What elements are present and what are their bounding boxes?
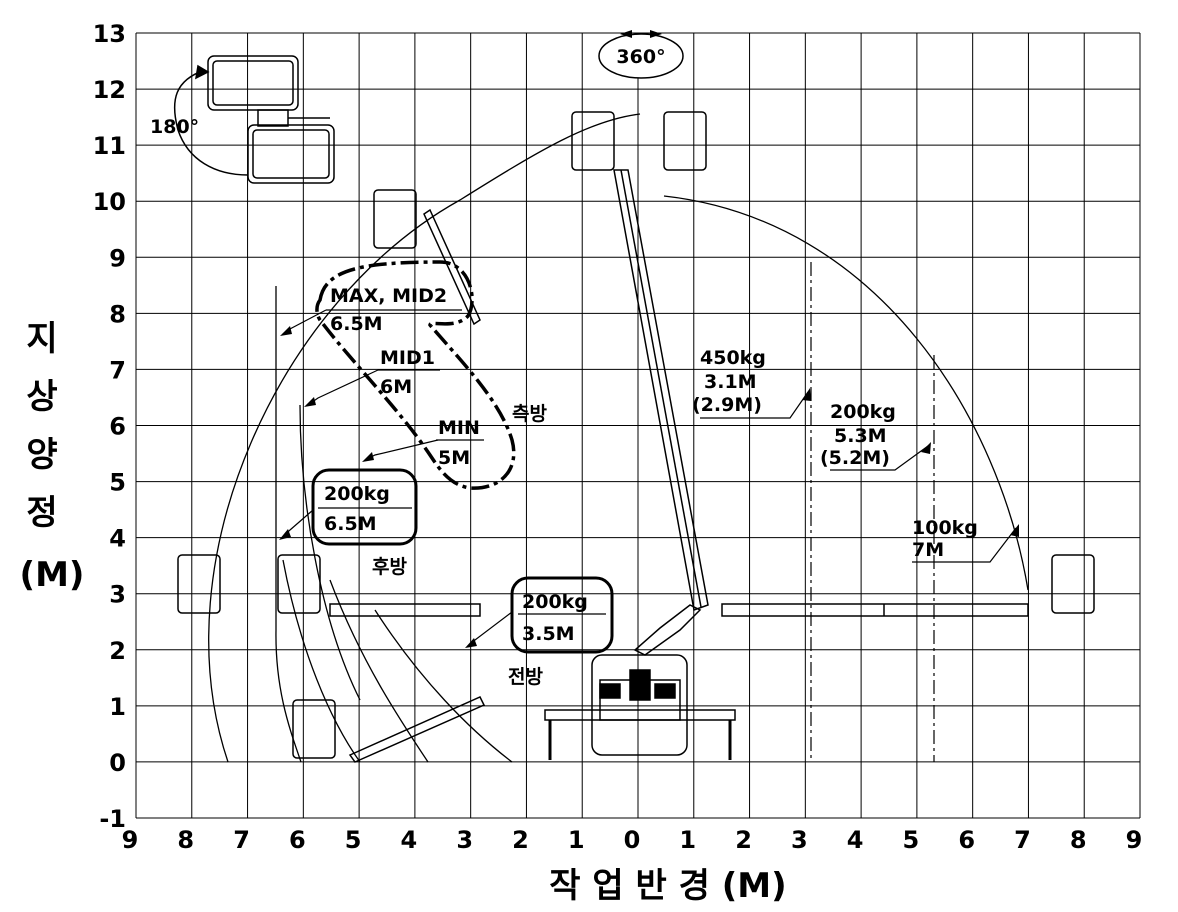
rear-arc-3 bbox=[329, 579, 429, 763]
x-tick-label: 1 bbox=[568, 826, 585, 854]
baskets bbox=[177, 111, 1095, 759]
label-rear-load: 200kg bbox=[324, 483, 390, 505]
label-front: 전방 bbox=[508, 666, 543, 688]
boom-base bbox=[633, 604, 702, 656]
x-tick-label: 3 bbox=[456, 826, 473, 854]
label-reach-53: 5.3M bbox=[834, 425, 887, 447]
outer-range-arc-left bbox=[208, 113, 641, 763]
x-axis-title: 작 업 반 경 (M) bbox=[549, 866, 786, 906]
x-tick-label: 8 bbox=[1070, 826, 1087, 854]
truck-cab bbox=[591, 654, 688, 756]
x-tick-label: 1 bbox=[679, 826, 696, 854]
y-tick-label: 10 bbox=[93, 188, 126, 216]
label-reach-52: (5.2M) bbox=[820, 447, 890, 469]
x-tick-label: 4 bbox=[401, 826, 418, 854]
x-tick-label: 6 bbox=[958, 826, 975, 854]
load-reach-markers bbox=[810, 262, 935, 762]
x-tick-label: 5 bbox=[903, 826, 920, 854]
x-tick-label: 7 bbox=[233, 826, 250, 854]
label-reach-31: 3.1M bbox=[704, 371, 757, 393]
label-reach-29: (2.9M) bbox=[692, 394, 762, 416]
y-tick-label: 9 bbox=[109, 244, 126, 272]
y-tick-label: 8 bbox=[109, 300, 126, 328]
y-axis-title: 지 상 양 정 (M) bbox=[20, 319, 85, 595]
mid1-arc bbox=[299, 404, 361, 701]
x-tick-label: 3 bbox=[791, 826, 808, 854]
y-title-char-3: 양 bbox=[26, 435, 57, 475]
label-mid1: MID1 bbox=[380, 347, 435, 369]
y-title-unit: (M) bbox=[20, 555, 85, 595]
x-tick-label: 0 bbox=[624, 826, 641, 854]
y-tick-label: 4 bbox=[109, 525, 126, 553]
label-front-reach: 3.5M bbox=[522, 623, 575, 645]
rotation-180-icon bbox=[173, 55, 335, 184]
label-load-200: 200kg bbox=[830, 401, 896, 423]
label-max-mid2-reach: 6.5M bbox=[330, 313, 383, 335]
front-arc bbox=[374, 609, 513, 763]
x-tick-labels: 9 8 7 6 5 4 3 2 1 0 1 2 3 4 5 6 7 8 9 bbox=[122, 826, 1143, 854]
y-tick-label: 7 bbox=[109, 356, 126, 384]
range-arcs bbox=[208, 113, 1029, 763]
x-tick-label: 6 bbox=[289, 826, 306, 854]
rotation-360-ellipse bbox=[598, 33, 684, 79]
y-tick-label: 12 bbox=[93, 76, 126, 104]
x-tick-label: 5 bbox=[345, 826, 362, 854]
horizontal-boom-left bbox=[329, 603, 481, 617]
label-side: 측방 bbox=[512, 403, 547, 425]
rear-load-box bbox=[311, 468, 418, 546]
outer-range-arc-right bbox=[663, 195, 1029, 591]
y-title-char-2: 상 bbox=[26, 377, 57, 417]
y-tick-label: -1 bbox=[99, 805, 126, 833]
label-mid1-reach: 6M bbox=[380, 376, 412, 398]
y-tick-label: 13 bbox=[93, 20, 126, 48]
label-front-load: 200kg bbox=[522, 591, 588, 613]
y-tick-label: 1 bbox=[109, 693, 126, 721]
front-load-box bbox=[510, 576, 614, 654]
x-tick-label: 4 bbox=[847, 826, 864, 854]
raised-boom-left bbox=[423, 208, 481, 326]
rear-arc-outer bbox=[275, 629, 302, 763]
x-tick-label: 2 bbox=[735, 826, 752, 854]
label-rear: 후방 bbox=[372, 556, 407, 578]
x-tick-label: 2 bbox=[512, 826, 529, 854]
label-rear-reach: 6.5M bbox=[324, 513, 377, 535]
y-title-char-1: 지 bbox=[26, 319, 57, 359]
horizontal-boom-right bbox=[721, 603, 1029, 617]
rotation-arrows-icon bbox=[620, 30, 662, 38]
label-min: MIN bbox=[438, 417, 480, 439]
label-boxes bbox=[311, 468, 614, 654]
y-title-char-4: 정 bbox=[26, 493, 57, 533]
low-boom-left bbox=[348, 696, 486, 763]
label-min-reach: 5M bbox=[438, 447, 470, 469]
rear-arc-2 bbox=[282, 559, 361, 763]
annotations: MAX, MID2 6.5M MID1 6M MIN 5M 측방 200kg 6… bbox=[318, 285, 978, 688]
x-tick-label: 9 bbox=[1126, 826, 1143, 854]
arrowheads bbox=[279, 326, 1019, 648]
y-tick-label: 11 bbox=[93, 132, 126, 160]
truck-drawing bbox=[329, 169, 1029, 763]
y-tick-label: 3 bbox=[109, 581, 126, 609]
rotation-360-label: 360° bbox=[616, 46, 665, 68]
label-max-mid2: MAX, MID2 bbox=[330, 285, 447, 307]
label-load-100: 100kg bbox=[912, 517, 978, 539]
boom-main bbox=[613, 169, 709, 612]
outrigger-beam bbox=[544, 709, 736, 721]
y-tick-label: 0 bbox=[109, 749, 126, 777]
x-tick-label: 9 bbox=[122, 826, 139, 854]
label-reach-7: 7M bbox=[912, 539, 944, 561]
y-tick-label: 2 bbox=[109, 637, 126, 665]
rotation-180-label: 180° bbox=[150, 116, 199, 138]
x-tick-label: 7 bbox=[1014, 826, 1031, 854]
label-load-450: 450kg bbox=[700, 347, 766, 369]
x-tick-label: 8 bbox=[177, 826, 194, 854]
grid bbox=[135, 32, 1141, 819]
y-tick-label: 5 bbox=[109, 469, 126, 497]
y-tick-label: 6 bbox=[109, 413, 126, 441]
